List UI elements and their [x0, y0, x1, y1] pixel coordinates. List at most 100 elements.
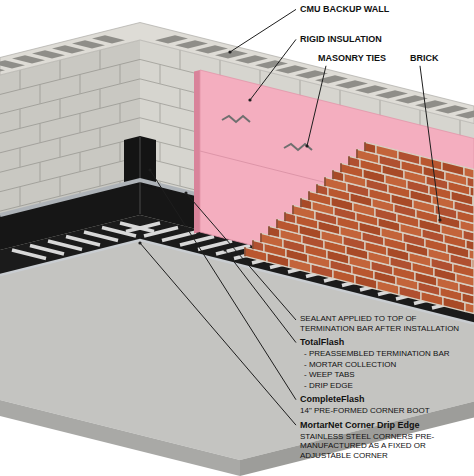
cmu-head-joint [160, 103, 161, 122]
brick-end [324, 177, 326, 186]
cmu-head-joint [180, 167, 181, 186]
leader-dot [138, 241, 141, 244]
cmu-head-joint [20, 109, 21, 128]
brick [398, 151, 420, 166]
cmu-core [335, 80, 368, 88]
cmu-core [215, 50, 248, 58]
weep-tab [30, 246, 64, 255]
cmu-head-joint [100, 167, 101, 186]
cmu-head-joint [40, 123, 41, 142]
leader-dot [148, 168, 151, 171]
weep-tab [120, 223, 154, 232]
brick-end [308, 191, 310, 200]
weep-tab [102, 228, 136, 237]
cmu-bed-joint [0, 118, 140, 153]
cmu-head-joint [60, 60, 61, 79]
cmu-head-joint [120, 142, 121, 161]
cmu-head-joint [180, 50, 181, 69]
brick-end [276, 219, 278, 228]
cmu-core [0, 65, 5, 73]
leader-line [150, 170, 296, 400]
cmu-core [375, 90, 408, 98]
brick-end [244, 247, 246, 256]
cmu-head-joint [40, 84, 41, 103]
cmu-head-joint [80, 152, 81, 171]
weep-tab [12, 250, 46, 259]
cmu-head-joint [120, 103, 121, 122]
brick [473, 196, 474, 205]
callout-heading: CompleteFlash [300, 394, 365, 405]
brick-end [316, 184, 318, 193]
brick-end [292, 205, 294, 214]
masonry-tie [284, 144, 312, 150]
cmu-head-joint [20, 187, 21, 206]
brick-end [348, 156, 350, 165]
brick [472, 259, 474, 269]
slab-front-face [0, 400, 240, 476]
cmu-core [175, 40, 208, 48]
cmu-head-joint [80, 74, 81, 93]
cmu-head-joint [80, 113, 81, 132]
callout-heading: TotalFlash [300, 337, 344, 348]
cmu-bed-joint [0, 98, 140, 133]
cmu-core [32, 50, 65, 58]
brick-end [364, 142, 366, 151]
callout-heading: RIGID INSULATION [300, 34, 382, 45]
brick-end [340, 163, 342, 172]
weep-tab [66, 237, 100, 246]
corner-boot-fold [140, 137, 141, 214]
cmu-head-joint [40, 162, 41, 181]
insulation-seam [200, 151, 474, 220]
cmu-bed-joint [0, 79, 140, 114]
callout-text: SEALANT APPLIED TO TOP OF TERMINATION BA… [300, 314, 468, 333]
cmu-head-joint [100, 89, 101, 108]
brick-end [332, 170, 334, 179]
rigid-insulation [200, 70, 474, 302]
cmu-core [255, 60, 288, 68]
brick-end [356, 149, 358, 158]
leader-dot [223, 248, 226, 251]
cmu-head-joint [180, 89, 181, 108]
cmu-core [92, 35, 125, 43]
cmu-core [315, 75, 348, 83]
cmu-head-joint [160, 142, 161, 161]
brick [442, 162, 464, 177]
callout-text: 14" PRE-FORMED CORNER BOOT [300, 406, 470, 416]
leader-line [420, 66, 440, 220]
callout-text: - PREASSEMBLED TERMINATION BAR [304, 349, 470, 359]
cmu-core [415, 100, 448, 108]
insulation-edge [194, 70, 200, 234]
brick-end [284, 212, 286, 221]
cmu-head-joint [20, 70, 21, 89]
cmu-head-joint [180, 128, 181, 147]
cmu-core [355, 85, 388, 93]
cmu-head-joint [60, 138, 61, 157]
leader-line [250, 39, 296, 100]
callout-text: STAINLESS STEEL CORNERS PRE-MANUFACTURED… [300, 432, 470, 461]
cmu-core [395, 95, 428, 103]
cmu-head-joint [60, 177, 61, 196]
leader-line [140, 243, 296, 425]
brick-end [300, 198, 302, 207]
callout-text: - DRIP EDGE [304, 381, 470, 391]
brick [376, 145, 398, 160]
cmu-head-joint [100, 128, 101, 147]
callout-heading: BRICK [410, 53, 439, 64]
cmu-bed-joint [0, 137, 140, 172]
cmu-core [12, 55, 45, 63]
brick [365, 142, 376, 154]
leader-line [186, 193, 296, 320]
cmu-core [72, 40, 105, 48]
callout-heading: MortarNet Corner Drip Edge [300, 420, 420, 431]
cmu-left-face [0, 40, 140, 250]
weep-tab [84, 232, 118, 241]
leader-line [307, 66, 326, 146]
cmu-core [435, 105, 468, 113]
callout-heading: CMU BACKUP WALL [300, 4, 389, 15]
brick [420, 156, 442, 171]
cmu-core [195, 45, 228, 53]
cmu-head-joint [100, 50, 101, 69]
